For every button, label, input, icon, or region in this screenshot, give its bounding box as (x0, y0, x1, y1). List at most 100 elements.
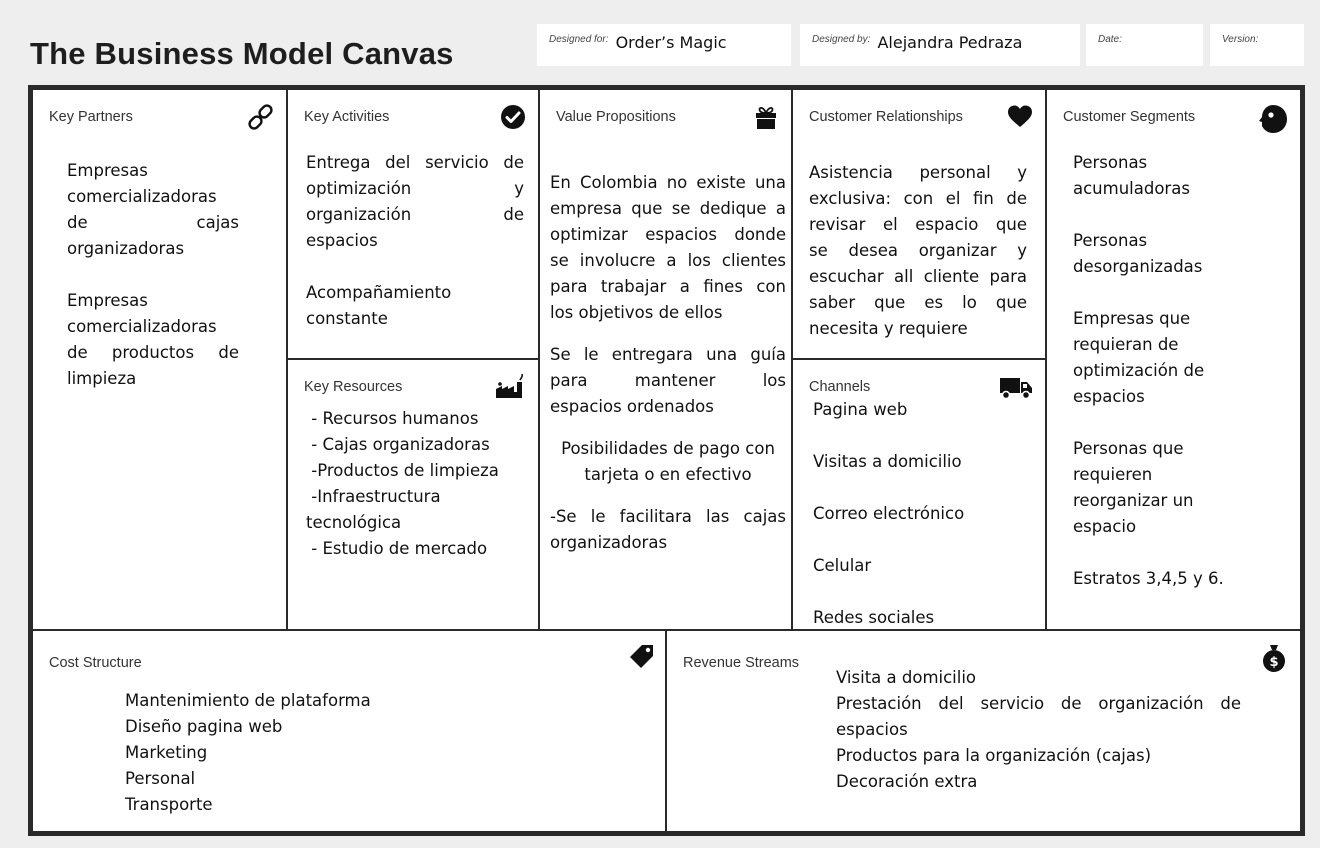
text-line: Celular (813, 556, 872, 575)
revenue-streams-body: Visita a domicilio Prestación del servic… (836, 665, 1241, 795)
text-line: En Colombia no existe una (550, 173, 786, 192)
text-line: Correo electrónico (813, 504, 965, 523)
text-line: - Recursos humanos (306, 409, 479, 428)
text-line: -Productos de limpieza (306, 461, 499, 480)
cost-structure-body: Mantenimiento de plataforma Diseño pagin… (125, 688, 545, 818)
version-label: Version: (1222, 34, 1259, 45)
text-line: - Cajas organizadoras (306, 435, 490, 454)
text-line: Personal (125, 769, 196, 788)
text-line: para trabajar a fines con (550, 277, 786, 296)
text-line: optimización de (1073, 361, 1205, 380)
cost-structure-box[interactable]: Cost Structure Mantenimiento de platafor… (32, 630, 666, 832)
face-icon (1259, 105, 1287, 133)
text-line: Empresas (67, 161, 148, 180)
text-line: exclusiva: con el fin de (809, 189, 1027, 208)
text-line: requieran de (1073, 335, 1179, 354)
designed-for-value: Order’s Magic (615, 33, 727, 52)
text-line: Personas (1073, 231, 1148, 250)
customer-segments-title: Customer Segments (1063, 109, 1196, 125)
text-line: -Infraestructura (306, 487, 441, 506)
text-line: de productos de (67, 343, 239, 362)
text-line: Personas que (1073, 439, 1184, 458)
text-line: - Estudio de mercado (306, 539, 488, 558)
key-activities-title: Key Activities (304, 109, 390, 125)
key-activities-body: Entrega del servicio de optimización y o… (306, 150, 524, 332)
channels-box[interactable]: Channels Pagina web Visitas a domicilio … (792, 359, 1046, 630)
text-line: Posibilidades de pago con (561, 439, 775, 458)
gift-icon (756, 106, 776, 129)
text-line: requieren (1073, 465, 1153, 484)
text-line: acumuladoras (1073, 179, 1190, 198)
text-line: Visitas a domicilio (813, 452, 962, 471)
designed-by-label: Designed by: (812, 34, 871, 45)
truck-icon (1000, 378, 1032, 400)
text-line: escuchar all cliente para (809, 267, 1027, 286)
text-line: espacios ordenados (550, 397, 714, 416)
text-line: Marketing (125, 743, 208, 762)
key-partners-body: Empresas comercializadoras de cajas orga… (67, 158, 239, 392)
text-line: Pagina web (813, 400, 908, 419)
designed-for-field[interactable]: Designed for: Order’s Magic (537, 24, 791, 66)
text-line: Se le entregara una guía (550, 345, 786, 364)
cost-structure-title: Cost Structure (49, 655, 142, 671)
link-icon (248, 104, 273, 130)
designed-for-label: Designed for: (549, 34, 609, 45)
text-line: los objetivos de ellos (550, 303, 723, 322)
heart-icon (1008, 105, 1032, 127)
value-propositions-title: Value Propositions (556, 109, 676, 125)
text-line: tarjeta o en efectivo (584, 465, 752, 484)
text-line: tecnológica (306, 513, 402, 532)
value-propositions-box[interactable]: Value Propositions En Colombia no existe… (539, 89, 792, 630)
text-line: Prestación del servicio de organización … (836, 694, 1241, 713)
text-line: optimizar espacios donde (550, 225, 786, 244)
tag-icon (630, 645, 653, 668)
money-bag-icon: $ (1263, 645, 1285, 672)
page-title: The Business Model Canvas (30, 36, 454, 71)
text-line: para mantener los (550, 371, 786, 390)
text-line: organización de (306, 205, 524, 224)
date-label: Date: (1098, 34, 1122, 45)
text-line: Empresas que (1073, 309, 1191, 328)
channels-body: Pagina web Visitas a domicilio Correo el… (813, 397, 1033, 631)
revenue-streams-box[interactable]: Revenue Streams $ Visita a domicilio Pre… (666, 630, 1301, 832)
text-line: revisar el espacio que (809, 215, 1027, 234)
text-line: Acompañamiento (306, 283, 452, 302)
text-line: espacios (836, 720, 908, 739)
customer-relationships-box[interactable]: Customer Relationships Asistencia person… (792, 89, 1046, 359)
text-line: organizadoras (550, 533, 668, 552)
text-line: Asistencia personal y (809, 163, 1027, 182)
customer-relationships-title: Customer Relationships (809, 109, 963, 125)
designed-by-value: Alejandra Pedraza (877, 33, 1023, 52)
text-line: Productos para la organización (cajas) (836, 746, 1152, 765)
text-line: Redes sociales (813, 608, 935, 627)
value-propositions-body: En Colombia no existe una empresa que se… (550, 170, 786, 556)
revenue-streams-title: Revenue Streams (683, 655, 800, 671)
svg-text:$: $ (1269, 655, 1278, 670)
key-activities-box[interactable]: Key Activities Entrega del servicio de o… (287, 89, 539, 359)
text-line: Diseño pagina web (125, 717, 283, 736)
key-resources-box[interactable]: Key Resources - Recursos humanos - Cajas… (287, 359, 539, 630)
text-line: saber que es lo que (809, 293, 1027, 312)
date-field[interactable]: Date: (1086, 24, 1203, 66)
text-line: espacio (1073, 517, 1137, 536)
customer-segments-body: Personas acumuladoras Personas desorgani… (1073, 150, 1273, 592)
customer-relationships-body: Asistencia personal y exclusiva: con el … (809, 160, 1027, 342)
key-partners-box[interactable]: Key Partners Empresas comercializadoras … (32, 89, 287, 630)
text-line: Personas (1073, 153, 1148, 172)
designed-by-field[interactable]: Designed by: Alejandra Pedraza (800, 24, 1080, 66)
key-resources-body: - Recursos humanos - Cajas organizadoras… (306, 406, 532, 562)
channels-title: Channels (809, 379, 871, 395)
version-field[interactable]: Version: (1210, 24, 1304, 66)
text-line: de cajas (67, 213, 239, 232)
text-line: Estratos 3,4,5 y 6. (1073, 569, 1224, 588)
text-line: Decoración extra (836, 772, 978, 791)
text-line: comercializadoras (67, 317, 217, 336)
text-line: optimización y (306, 179, 524, 198)
factory-icon (496, 374, 524, 398)
customer-segments-box[interactable]: Customer Segments Personas acumuladoras … (1046, 89, 1301, 630)
text-line: reorganizar un (1073, 491, 1194, 510)
text-line: empresa que se dedique a (550, 199, 786, 218)
text-line: desorganizadas (1073, 257, 1203, 276)
canvas-frame: Key Partners Empresas comercializadoras … (28, 85, 1305, 836)
key-partners-title: Key Partners (49, 109, 133, 125)
